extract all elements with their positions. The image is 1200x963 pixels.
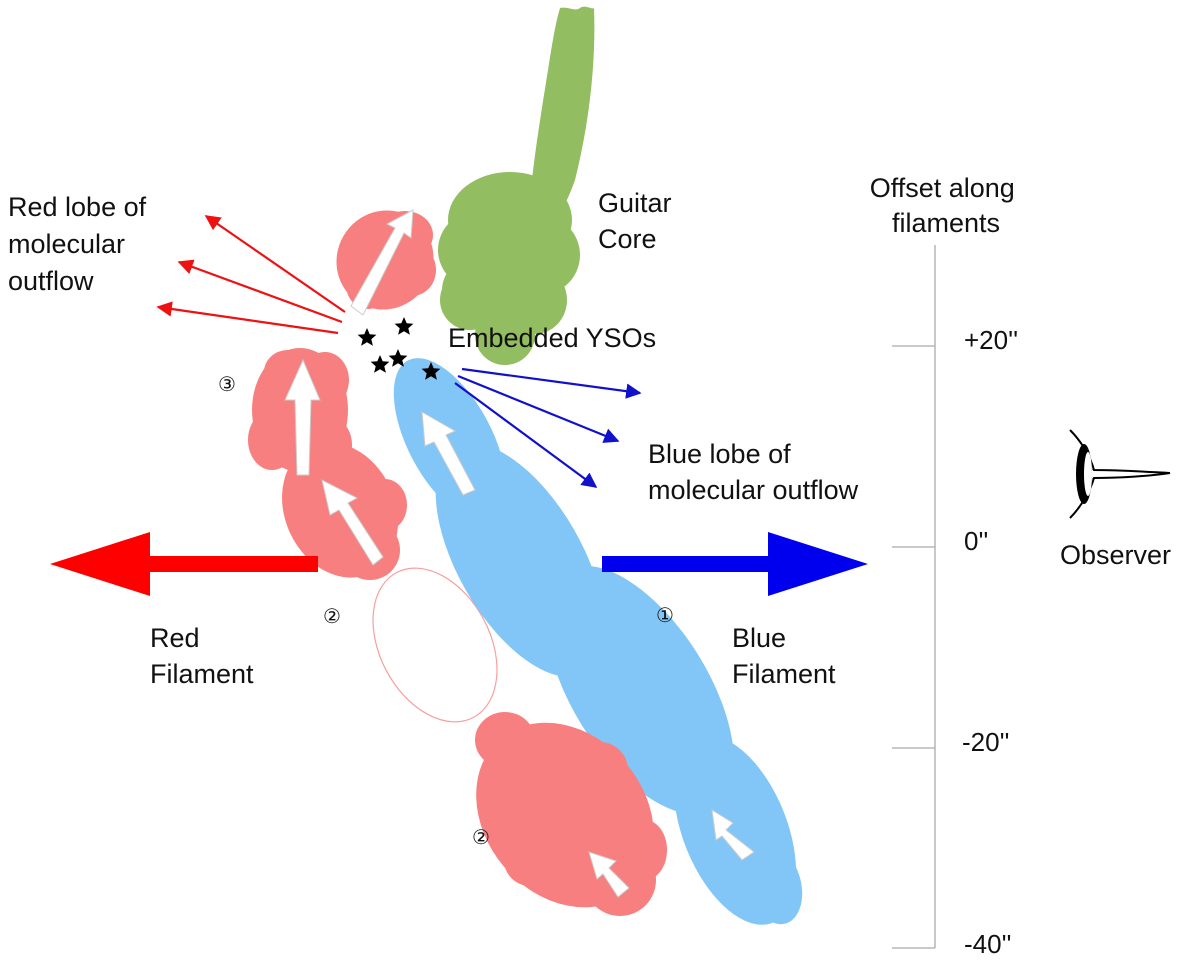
blue-filament-arrow [602,532,868,596]
arrow-icon [711,809,755,861]
offset-axis [892,245,936,949]
offset-axis-title: Offset along filaments [870,173,1023,238]
marker-two-upper: ② [323,604,341,628]
axis-tick-label: -20'' [962,727,1010,757]
axis-tick-label: +20'' [964,325,1018,355]
star-icon [394,317,414,335]
arrow-icon [350,209,414,316]
marker-one: ① [656,603,674,627]
motion-arrows [284,209,755,898]
axis-tick-label: -40'' [964,929,1012,959]
marker-two-lower: ② [472,825,490,849]
axis-tick-label: 0'' [964,526,988,556]
guitar-core [438,6,595,365]
marker-three: ③ [218,372,236,396]
blue-filament-label: Blue Filament [732,623,836,689]
observer-label: Observer [1060,540,1171,570]
star-icon [357,328,377,346]
arrow-icon [588,851,630,898]
red-filament-label: Red Filament [150,623,254,689]
red-filament-gap [372,567,498,723]
star-icon [421,362,441,380]
embedded-ysos-label: Embedded YSOs [448,323,656,353]
guitar-core-label: Guitar Core [598,188,679,254]
blue-outflow [454,367,642,488]
embedded-ysos-stars [357,317,441,380]
eye-icon [1069,429,1171,519]
star-icon [370,355,390,373]
star-icon [388,349,408,367]
blue-filament [393,358,803,925]
arrow-icon [321,479,384,566]
red-lobe-label: Red lobe of molecular outflow [8,192,154,296]
arrow-icon [284,358,321,476]
red-outflow [156,215,346,335]
blue-lobe-label: Blue lobe of molecular outflow [648,439,859,505]
red-filament-arrow [50,532,318,596]
arrow-icon [421,411,476,496]
